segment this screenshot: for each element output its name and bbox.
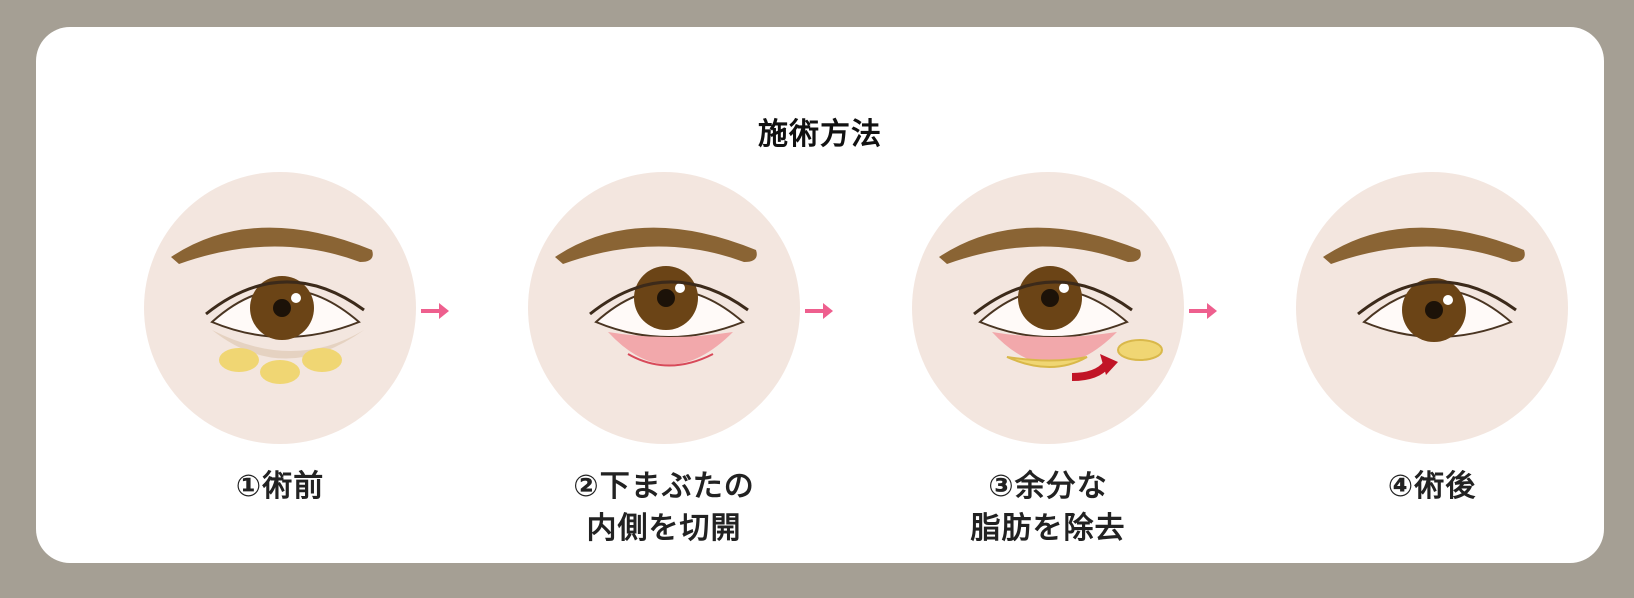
diagram-card: 施術方法 ①術前 bbox=[36, 27, 1604, 563]
step-after: ④術後 bbox=[1296, 172, 1568, 508]
step-before-label: ①術前 bbox=[235, 469, 325, 504]
eyelashes bbox=[205, 280, 365, 316]
fat-pad-right bbox=[302, 348, 342, 372]
step-incision-label: ②下まぶたの 内側を切開 bbox=[573, 469, 755, 546]
eyebrow bbox=[555, 227, 757, 264]
pupil bbox=[657, 289, 675, 307]
eye-highlight bbox=[1059, 283, 1069, 293]
step-before-illustration bbox=[144, 172, 416, 444]
removal-arrow bbox=[1071, 361, 1111, 381]
step-after-illustration bbox=[1296, 172, 1568, 444]
step-before: ①術前 bbox=[144, 172, 416, 508]
step-after-label: ④術後 bbox=[1387, 469, 1477, 504]
eyelashes bbox=[973, 280, 1133, 316]
incision-area bbox=[992, 332, 1117, 365]
eyebrow bbox=[939, 227, 1141, 264]
pupil bbox=[273, 299, 291, 317]
eye-highlight bbox=[675, 283, 685, 293]
remaining-fat bbox=[1006, 356, 1088, 368]
step-fat-removal-label: ③余分な 脂肪を除去 bbox=[970, 469, 1126, 546]
step-incision: ②下まぶたの 内側を切開 bbox=[528, 172, 800, 550]
step-fat-removal-illustration bbox=[912, 172, 1184, 444]
eye-highlight bbox=[1443, 295, 1453, 305]
arrow-icon bbox=[421, 302, 449, 320]
pupil bbox=[1041, 289, 1059, 307]
eye-highlight bbox=[291, 293, 301, 303]
removed-fat bbox=[1117, 339, 1163, 361]
incision-line bbox=[627, 353, 714, 367]
eyelashes bbox=[589, 280, 749, 316]
removal-arrowhead bbox=[1100, 354, 1118, 375]
eyelashes bbox=[1357, 280, 1517, 316]
eyebrow bbox=[171, 227, 373, 264]
incision-area bbox=[608, 332, 733, 365]
diagram-title: 施術方法 bbox=[758, 117, 882, 152]
arrow-icon bbox=[1189, 302, 1217, 320]
step-incision-illustration bbox=[528, 172, 800, 444]
eyebrow bbox=[1323, 227, 1525, 264]
arrow-icon bbox=[805, 302, 833, 320]
fat-pad-left bbox=[219, 348, 259, 372]
step-fat-removal: ③余分な 脂肪を除去 bbox=[912, 172, 1184, 550]
fat-pad-center bbox=[260, 360, 300, 384]
pupil bbox=[1425, 301, 1443, 319]
